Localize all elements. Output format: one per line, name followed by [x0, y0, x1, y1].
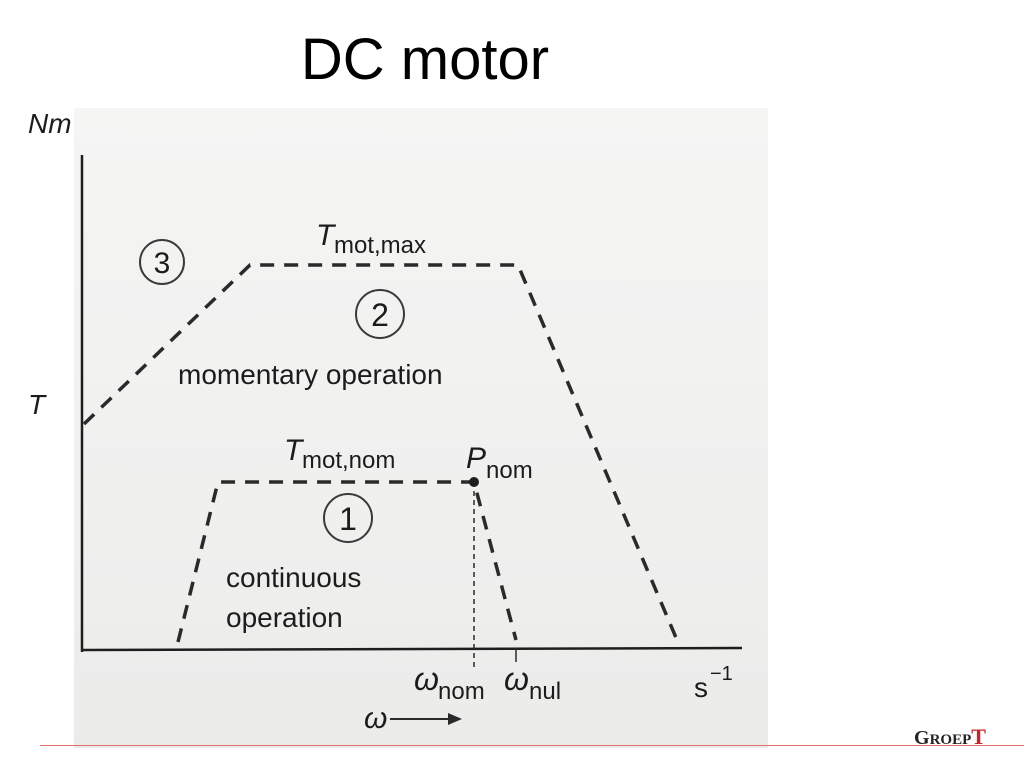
t-mot-nom-subscript: mot,nom — [302, 447, 395, 474]
diagram-photo-background — [74, 108, 768, 748]
omega-nom-subscript: nom — [438, 678, 485, 705]
t-mot-nom-symbol: T — [284, 434, 305, 467]
logo-letter-t: T — [971, 724, 986, 749]
region-1-circle — [323, 493, 373, 543]
region-1-number: 1 — [339, 501, 357, 537]
x-axis-omega-symbol: ω — [364, 702, 387, 735]
y-axis-t-label: T — [28, 389, 47, 420]
continuous-operation-envelope — [176, 480, 518, 643]
x-axis — [81, 646, 743, 652]
logo-letter-g: G — [914, 727, 930, 749]
slide-title: DC motor — [0, 26, 1024, 93]
omega-nul-symbol: ω — [504, 661, 529, 697]
momentary-operation-envelope — [82, 263, 679, 641]
x-axis-arrowhead — [448, 713, 462, 725]
region-3-number: 3 — [154, 247, 171, 280]
slide-title-text: DC motor — [300, 27, 550, 92]
p-nom-point — [469, 477, 479, 487]
footer-divider — [40, 745, 1024, 746]
region-2-number: 2 — [371, 297, 389, 333]
p-nom-symbol: P — [466, 442, 486, 475]
region-3-circle — [139, 239, 185, 285]
momentary-operation-label: momentary operation — [178, 359, 443, 390]
x-axis-unit-label: s — [694, 672, 708, 703]
logo-letters-roep: ROEP — [929, 732, 972, 748]
y-axis-unit-label: Nm — [28, 108, 72, 139]
groept-logo: GROEPT — [914, 724, 986, 749]
omega-nom-symbol: ω — [414, 661, 439, 697]
t-mot-max-subscript: mot,max — [334, 232, 426, 259]
omega-nul-subscript: nul — [529, 678, 561, 705]
region-2-circle — [355, 289, 405, 339]
x-axis-unit-exponent: −1 — [710, 663, 733, 685]
t-mot-max-symbol: T — [316, 219, 337, 252]
continuous-operation-label-line1: continuous — [226, 562, 361, 593]
continuous-operation-label-line2: operation — [226, 602, 343, 633]
p-nom-subscript: nom — [486, 457, 533, 484]
